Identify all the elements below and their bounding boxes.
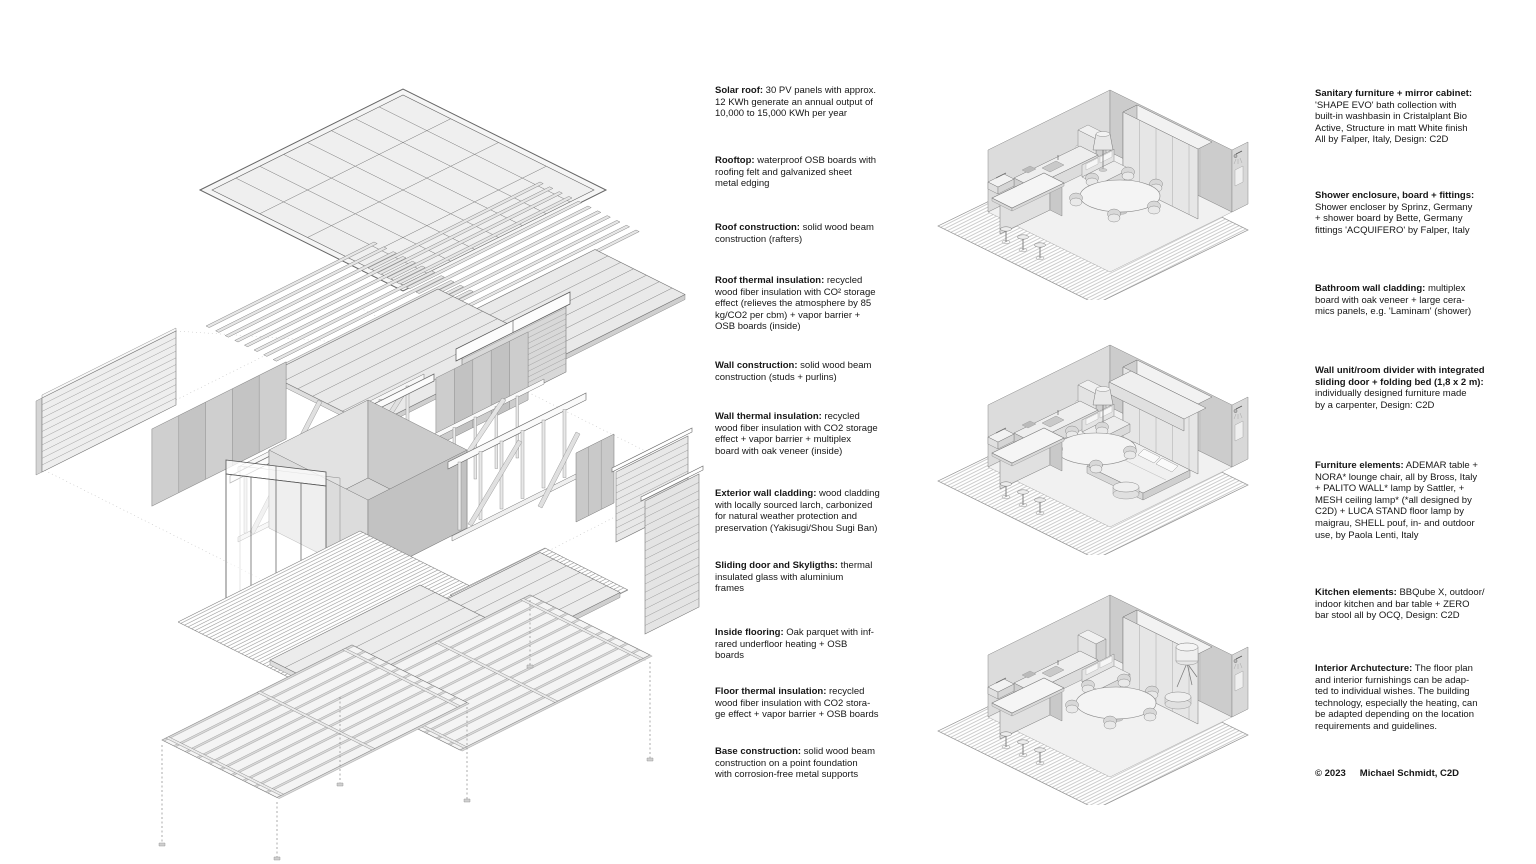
annotation-body: 'SHAPE EVO' bath collection with built-i… [1315,99,1468,146]
annotation-body: The floor plan and interior furnishings … [1315,663,1478,732]
annotation-body: wood cladding with locally sourced larch… [715,488,880,534]
annotation-body: solid wood beam construction (studs + pu… [715,360,872,383]
annotation-heading: Floor thermal insulation: [715,686,827,697]
wall-panels-left [151,361,287,507]
construction-annotation-3: Roof thermal insulation: recycled wood f… [715,275,893,333]
annotation-heading: Solar roof: [715,85,764,96]
construction-annotation-10: Base construction: solid wood beam const… [715,746,893,781]
copyright-year: © 2023 [1315,768,1346,779]
annotation-body: thermal insulated glass with aluminium f… [715,560,873,595]
annotation-body: recycled wood fiber insulation with CO² … [715,275,876,333]
annotation-body: Oak parquet with inf- rared underfloor h… [715,627,874,662]
construction-annotation-5: Wall thermal insulation: recycled wood f… [715,411,893,457]
annotation-heading: Interior Archutecture: [1315,663,1413,674]
annotation-heading: Furniture elements: [1315,460,1404,471]
annotation-body: recycled wood fiber insulation with CO2 … [715,686,879,721]
construction-annotation-1: Rooftop: waterproof OSB boards with roof… [715,155,893,190]
interior-annotation-0: Sanitary furniture + mirror cabinet: 'SH… [1315,88,1493,146]
interior-annotation-6: Interior Archutecture: The floor plan an… [1315,663,1493,733]
wall-cladding-left [35,327,177,476]
annotation-heading: Base construction: [715,746,802,757]
annotation-body: multiplex board with oak veneer + large … [1315,283,1472,318]
interior-view-folding-bed-open [937,344,1249,555]
annotation-body: solid wood beam construction (rafters) [715,222,874,245]
annotation-body: Shower encloser by Sprinz, Germany + sho… [1315,201,1473,236]
annotation-heading: Inside flooring: [715,627,784,638]
exploded-axonometric-drawing [35,88,704,861]
construction-annotation-8: Inside flooring: Oak parquet with inf- r… [715,627,893,662]
floor-joists-layer [161,594,653,799]
interior-view-lounge [937,594,1249,805]
annotation-body: 30 PV panels with approx. 12 KWh generat… [715,85,877,120]
construction-annotation-4: Wall construction: solid wood beam const… [715,360,893,383]
annotation-heading: Bathroom wall cladding: [1315,283,1426,294]
annotation-heading: Kitchen elements: [1315,587,1397,598]
interior-annotation-4: Furniture elements: ADEMAR table + NORA*… [1315,460,1493,541]
annotation-heading: Sliding door and Skyligths: [715,560,838,571]
interior-annotation-5: Kitchen elements: BBQube X, outdoor/ ind… [1315,587,1493,622]
annotation-body: solid wood beam construction on a point … [715,746,875,781]
wall-cladding-right [611,427,704,635]
construction-annotation-2: Roof construction: solid wood beam const… [715,222,893,245]
annotation-heading: Roof thermal insulation: [715,275,825,286]
interior-annotation-3: Wall unit/room divider with integrated s… [1315,365,1493,411]
room-scene [937,89,1249,300]
construction-annotation-6: Exterior wall cladding: wood cladding wi… [715,488,893,534]
annotation-heading: Exterior wall cladding: [715,488,817,499]
room-scene [937,594,1249,805]
annotation-body: recycled wood fiber insulation with CO2 … [715,411,878,457]
interior-annotation-1: Shower enclosure, board + fittings: Show… [1315,190,1493,236]
point-foundation [158,600,654,861]
copyright-line: © 2023 Michael Schmidt, C2D [1315,768,1459,779]
annotation-heading: Rooftop: [715,155,755,166]
copyright-author: Michael Schmidt, C2D [1359,768,1460,779]
annotation-heading: Wall thermal insulation: [715,411,822,422]
construction-annotation-0: Solar roof: 30 PV panels with approx. 12… [715,85,893,120]
annotation-body: waterproof OSB boards with roofing felt … [715,155,877,190]
annotation-heading: Sanitary furniture + mirror cabinet: [1315,88,1473,99]
interior-annotation-2: Bathroom wall cladding: multiplex board … [1315,283,1493,318]
construction-annotation-7: Sliding door and Skyligths: thermal insu… [715,560,893,595]
interior-view-wall-unit-closed [937,89,1249,300]
annotation-heading: Wall construction: [715,360,798,371]
wall-panels-right [575,433,615,523]
annotation-heading: Shower enclosure, board + fittings: [1315,190,1475,201]
annotation-body: individually designed furniture made by … [1315,388,1467,411]
construction-annotation-9: Floor thermal insulation: recycled wood … [715,686,893,721]
annotation-body: BBQube X, outdoor/ indoor kitchen and ba… [1315,587,1485,622]
annotation-body: ADEMAR table + NORA* lounge chair, all b… [1315,460,1478,541]
stud-frame-right [447,392,587,542]
room-scene [937,344,1249,555]
annotation-heading: Roof construction: [715,222,800,233]
rafters-layer [205,181,640,376]
annotation-heading: Wall unit/room divider with integrated s… [1315,365,1485,388]
